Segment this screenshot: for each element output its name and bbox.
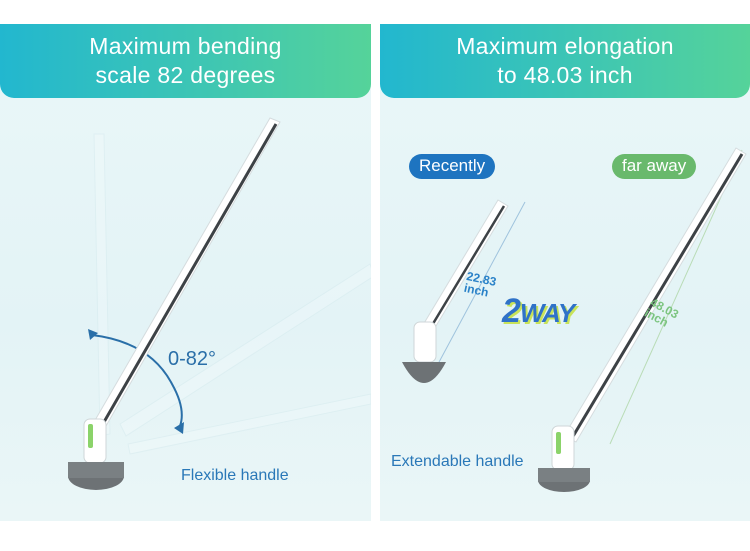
two-way-number: 2 [502, 292, 521, 330]
bending-title: Maximum bending scale 82 degrees [89, 33, 282, 88]
extendable-handle-caption: Extendable handle [391, 453, 524, 470]
short-length-label: 22.83 inch [462, 269, 498, 300]
flexible-handle-caption: Flexible handle [181, 467, 289, 484]
two-way-word: WAY [519, 298, 575, 328]
bending-panel: Maximum bending scale 82 degrees 0-82° F… [0, 24, 371, 521]
elongation-title: Maximum elongation to 48.03 inch [456, 33, 674, 88]
far-away-badge: far away [612, 154, 697, 179]
elongation-panel: Maximum elongation to 48.03 inch Recentl… [380, 24, 750, 521]
elongation-header: Maximum elongation to 48.03 inch [380, 24, 750, 98]
angle-label: 0-82° [168, 348, 217, 370]
flexible-handle-drawing [68, 117, 281, 490]
two-way-logo: 2WAY [502, 292, 575, 331]
bending-header: Maximum bending scale 82 degrees [0, 24, 371, 98]
recently-badge: Recently [409, 154, 496, 179]
short-handle-drawing [402, 199, 509, 383]
elongation-illustration [402, 147, 747, 492]
long-handle-drawing [538, 147, 747, 492]
bending-illustration [68, 117, 371, 490]
